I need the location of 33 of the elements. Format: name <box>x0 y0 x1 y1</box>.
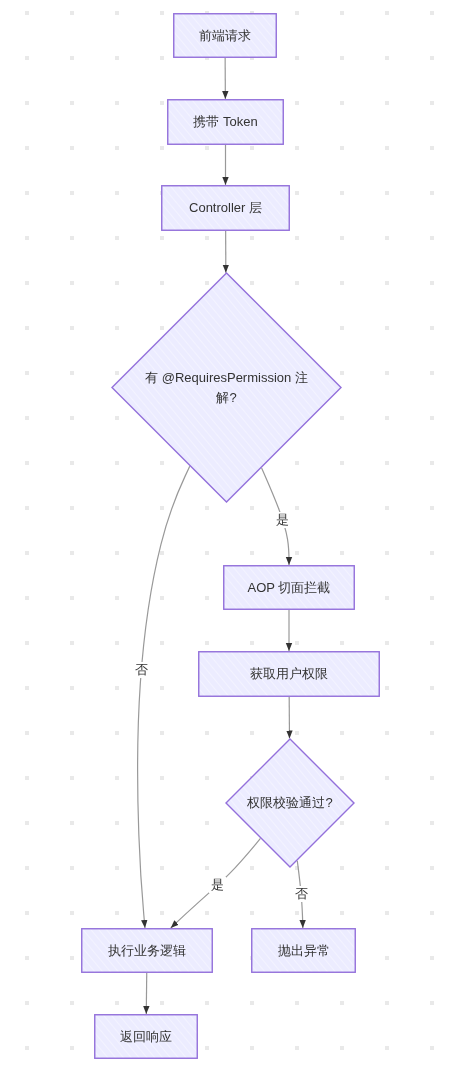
node-label: AOP 切面拦截 <box>247 578 331 597</box>
process-box <box>161 185 290 231</box>
arrow <box>261 467 293 566</box>
arrow <box>222 230 229 274</box>
process-box <box>198 651 380 697</box>
node-label: 执行业务逻辑 <box>108 941 186 960</box>
edge-label: 是 <box>274 511 292 528</box>
node-label: 获取用户权限 <box>250 665 328 684</box>
node-label: Controller 层 <box>189 199 262 218</box>
process-box <box>81 928 213 973</box>
edge-label: 否 <box>292 886 310 903</box>
node-label: 前端请求 <box>199 26 251 45</box>
arrow <box>137 465 191 929</box>
arrow <box>222 57 229 100</box>
arrow <box>222 144 229 186</box>
arrow <box>285 609 293 652</box>
process-box <box>173 13 277 58</box>
node-label: 返回响应 <box>120 1027 172 1046</box>
node-label: 有 @RequiresPermission 注解? <box>144 369 309 407</box>
decision-diamond <box>111 272 342 503</box>
decision-diamond <box>225 738 355 868</box>
node-label: 抛出异常 <box>277 941 330 960</box>
edge-label: 否 <box>132 662 150 679</box>
edge-label: 是 <box>209 877 227 894</box>
process-box <box>94 1014 198 1059</box>
node-label: 携带 Token <box>193 113 258 132</box>
arrow <box>286 696 293 740</box>
arrow <box>143 972 150 1015</box>
process-box <box>167 99 284 145</box>
process-box <box>251 928 356 973</box>
arrow <box>170 837 262 929</box>
process-box <box>223 565 355 610</box>
node-label: 权限校验通过? <box>247 794 333 813</box>
